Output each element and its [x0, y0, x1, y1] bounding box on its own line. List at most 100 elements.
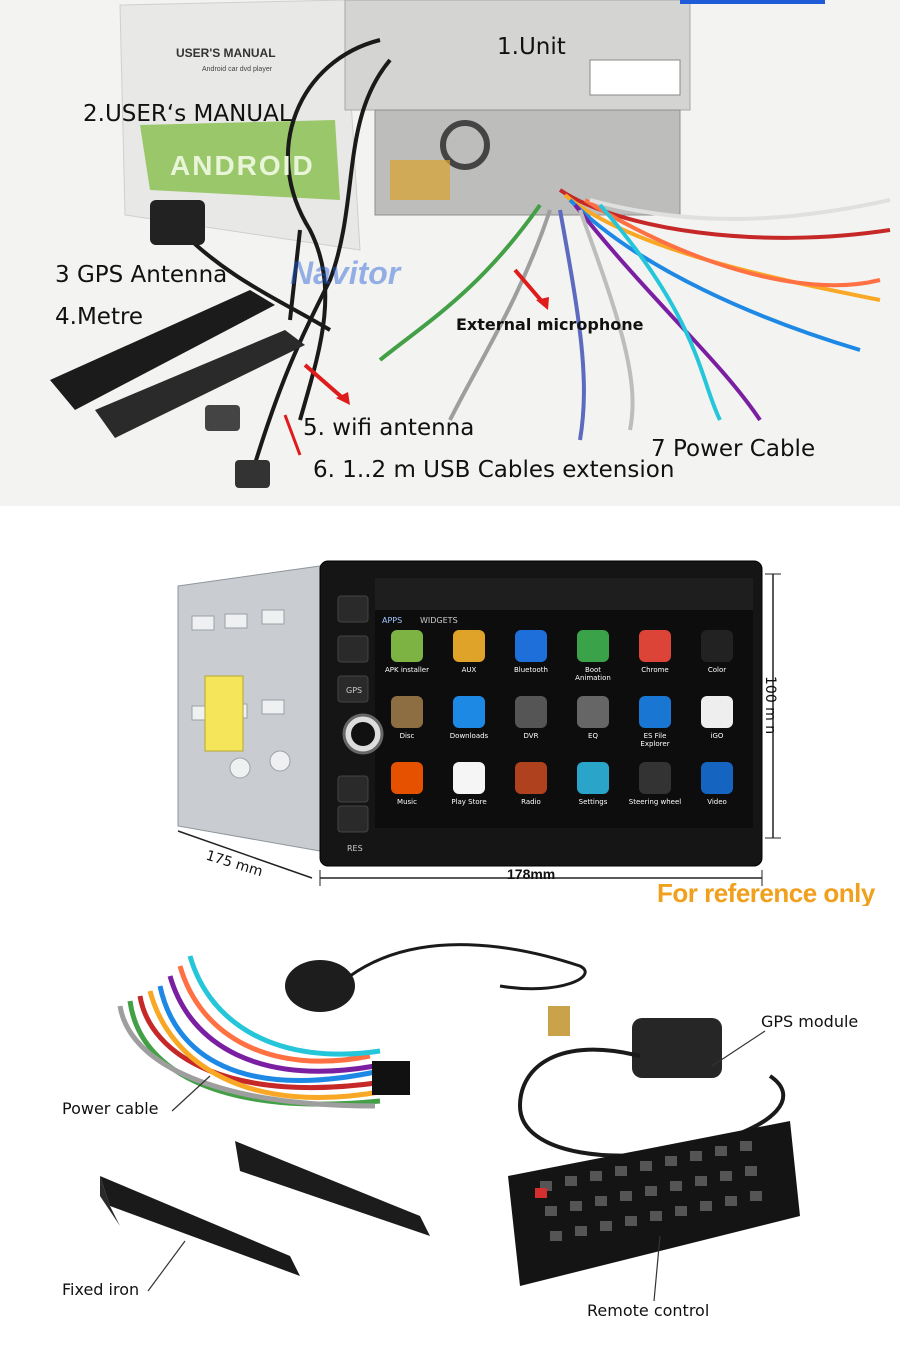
app-glyph-icon	[391, 696, 423, 728]
screen-topbar-shape	[375, 578, 753, 610]
remote-control-shape	[508, 1121, 800, 1286]
app-glyph-icon	[639, 762, 671, 794]
app-icon-igo[interactable]: iGO	[690, 694, 744, 756]
manual-box-logo: ANDROID	[170, 150, 315, 181]
width-dimension-label: 178mm	[507, 866, 556, 882]
app-glyph-icon	[453, 696, 485, 728]
app-glyph-icon	[577, 762, 609, 794]
app-icon-color[interactable]: Color	[690, 628, 744, 690]
label-usb-extension: 6. 1..2 m USB Cables extension	[313, 457, 675, 483]
app-glyph-icon	[577, 630, 609, 662]
label-external-microphone: External microphone	[456, 315, 644, 334]
gps-connector-shape	[548, 1006, 570, 1036]
app-glyph-icon	[515, 696, 547, 728]
power-wire-bundle-shape	[378, 188, 891, 441]
app-glyph-icon	[639, 696, 671, 728]
wifi-arrow-shape	[303, 363, 347, 402]
label-unit: 1.Unit	[497, 34, 566, 60]
app-icon-disc[interactable]: Disc	[380, 694, 434, 756]
app-label: AUX	[461, 666, 477, 674]
unit-back-port-shape	[440, 120, 490, 170]
usb-arrow-shape	[283, 414, 302, 456]
app-glyph-icon	[577, 696, 609, 728]
fixed-iron-left-shape	[100, 1176, 300, 1276]
app-glyph-icon	[391, 762, 423, 794]
app-glyph-icon	[701, 762, 733, 794]
app-icon-video[interactable]: Video	[690, 760, 744, 822]
accessories-photo-illustration	[50, 0, 891, 488]
app-glyph-icon	[701, 630, 733, 662]
power-connector-shape	[372, 1061, 410, 1095]
gps-module-shape	[632, 1018, 722, 1078]
app-icon-downloads[interactable]: Downloads	[442, 694, 496, 756]
manual-box-title: USER'S MANUAL	[176, 46, 276, 60]
app-icon-dvr[interactable]: DVR	[504, 694, 558, 756]
app-label: DVR	[523, 732, 539, 740]
app-icon-apk-installer[interactable]: APK installer	[380, 628, 434, 690]
screen-shape	[375, 578, 753, 828]
bottom-accessories-photo: GPS module Power cable Fixed iron Remote…	[0, 906, 900, 1356]
app-glyph-icon	[515, 762, 547, 794]
app-label: Settings	[578, 798, 608, 806]
label-power-cable-bottom: Power cable	[62, 1099, 159, 1118]
app-label: Color	[707, 666, 727, 674]
app-label: Chrome	[641, 666, 669, 674]
app-grid: APK installer AUX Bluetooth Boot Animation C…	[380, 628, 750, 828]
microphone-foam-shape	[285, 960, 355, 1012]
black-cables-shape	[178, 38, 392, 481]
metre-bracket-right-shape	[95, 330, 305, 438]
app-icon-eq[interactable]: EQ	[566, 694, 620, 756]
app-glyph-icon	[639, 630, 671, 662]
app-glyph-icon	[515, 630, 547, 662]
app-label: APK installer	[385, 666, 429, 674]
label-fixed-iron: Fixed iron	[62, 1280, 140, 1299]
app-label: ES File Explorer	[640, 732, 670, 748]
app-icon-music[interactable]: Music	[380, 760, 434, 822]
res-button-label: RES	[347, 844, 363, 853]
app-glyph-icon	[391, 630, 423, 662]
app-label: Video	[707, 798, 727, 806]
fixed-iron-right-shape	[235, 1141, 430, 1236]
watermark-logo: Navitor	[290, 255, 401, 291]
app-glyph-icon	[453, 630, 485, 662]
usb-plug-2-shape	[205, 405, 240, 431]
app-label: Steering wheel	[628, 798, 682, 806]
power-cable-harness-shape	[117, 955, 391, 1109]
label-gps-antenna: 3 GPS Antenna	[55, 262, 228, 288]
tab-apps[interactable]: APPS	[382, 616, 403, 625]
manual-box-subtitle: Android car dvd player	[202, 66, 273, 73]
app-icon-chrome[interactable]: Chrome	[628, 628, 682, 690]
app-glyph-icon	[701, 696, 733, 728]
app-label: Disc	[399, 732, 415, 740]
app-icon-radio[interactable]: Radio	[504, 760, 558, 822]
blue-bar-shape	[680, 0, 825, 4]
app-icon-settings[interactable]: Settings	[566, 760, 620, 822]
usb-plug-shape	[235, 460, 270, 488]
app-icon-play-store[interactable]: Play Store	[442, 760, 496, 822]
app-icon-boot-animation[interactable]: Boot Animation	[566, 628, 620, 690]
label-user-manual: 2.USER‘s MANUAL	[83, 101, 292, 127]
head-unit-photo: GPS RES APPS WIDGETS APK installer AUX Blu…	[0, 506, 900, 906]
unit-sticker-shape	[589, 59, 681, 96]
app-label: Play Store	[451, 798, 487, 806]
label-power-cable: 7 Power Cable	[651, 436, 816, 462]
app-label: Music	[397, 798, 417, 806]
tab-widgets[interactable]: WIDGETS	[420, 616, 458, 625]
depth-dimension-line	[177, 830, 313, 879]
gps-button-label: GPS	[346, 686, 363, 695]
bottom-accessories-illustration	[100, 943, 800, 1302]
metre-bracket-left-shape	[50, 290, 275, 410]
attention-sticker-shape	[204, 675, 244, 752]
app-label: iGO	[710, 732, 724, 740]
app-icon-aux[interactable]: AUX	[442, 628, 496, 690]
height-dimension-label: 100 m n	[762, 676, 778, 735]
app-label: Boot Animation	[575, 666, 611, 682]
reference-note: For reference only	[657, 878, 875, 906]
unit-rca-shape	[390, 160, 450, 200]
app-label: Radio	[521, 798, 541, 806]
app-icon-bluetooth[interactable]: Bluetooth	[504, 628, 558, 690]
app-label: Bluetooth	[514, 666, 548, 674]
gps-antenna-shape	[150, 200, 205, 245]
app-icon-es-file-explorer[interactable]: ES File Explorer	[628, 694, 682, 756]
app-icon-steering-wheel[interactable]: Steering wheel	[628, 760, 682, 822]
